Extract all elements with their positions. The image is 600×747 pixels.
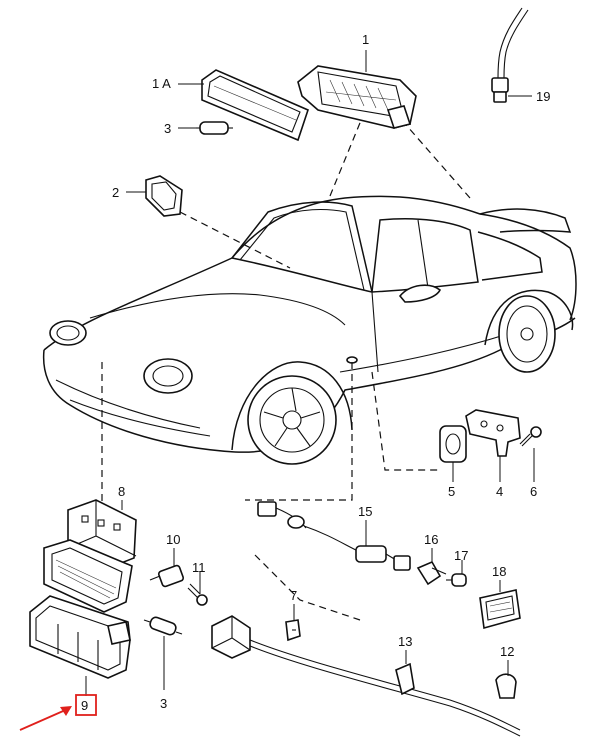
part-3-bulb-top [178, 121, 233, 135]
part-1a-lamp-frame [178, 69, 309, 142]
connector-block [211, 615, 521, 737]
callout-12: 12 [500, 644, 514, 659]
callout-7: 7 [290, 588, 297, 603]
callout-3-bottom: 3 [160, 696, 167, 711]
part-5-door-contact [439, 425, 467, 482]
highlight-box [75, 694, 97, 716]
part-8-relay-tray [43, 539, 133, 613]
part-10-relay [149, 548, 185, 588]
callout-13: 13 [398, 634, 412, 649]
callout-9: 9 [81, 698, 88, 713]
callout-3-top: 3 [164, 121, 171, 136]
callout-labels: 1 1 A 3 2 19 5 4 6 8 15 10 16 17 11 18 7… [112, 32, 550, 711]
callout-16: 16 [424, 532, 438, 547]
part-13-plug [395, 650, 415, 696]
part-15-harness [257, 501, 411, 571]
callout-11: 11 [192, 560, 206, 575]
part-7-clip [285, 604, 301, 642]
callout-19: 19 [536, 89, 550, 104]
callout-1: 1 [362, 32, 369, 47]
callout-2: 2 [112, 185, 119, 200]
callout-18: 18 [492, 564, 506, 579]
part-18-lens [479, 580, 521, 630]
part-11-screw [187, 572, 208, 606]
part-2-reading-lamp [126, 175, 183, 217]
car-outline [42, 195, 577, 465]
callout-4: 4 [496, 484, 503, 499]
part-9-bottom-cover [29, 595, 131, 696]
callout-5: 5 [448, 484, 455, 499]
callout-8: 8 [118, 484, 125, 499]
part-3-bulb-bottom [143, 616, 183, 690]
callout-17: 17 [454, 548, 468, 563]
part-6-screw [519, 426, 542, 482]
part-12-clip [495, 660, 517, 699]
dashed-leaders [101, 117, 471, 621]
highlight-arrow-head-icon [60, 706, 72, 716]
highlight-arrow [19, 707, 71, 731]
part-17-bulb [446, 560, 467, 587]
part-4-switch-bracket [465, 409, 521, 482]
part-19-sensor [491, 7, 532, 103]
highlighted-callout-9: 9 [19, 694, 97, 731]
part-16-socket [416, 548, 447, 586]
callout-6: 6 [530, 484, 537, 499]
callout-15: 15 [358, 504, 372, 519]
callout-1a: 1 A [152, 76, 171, 91]
part-1-interior-lamp [297, 50, 417, 129]
callout-10: 10 [166, 532, 180, 547]
